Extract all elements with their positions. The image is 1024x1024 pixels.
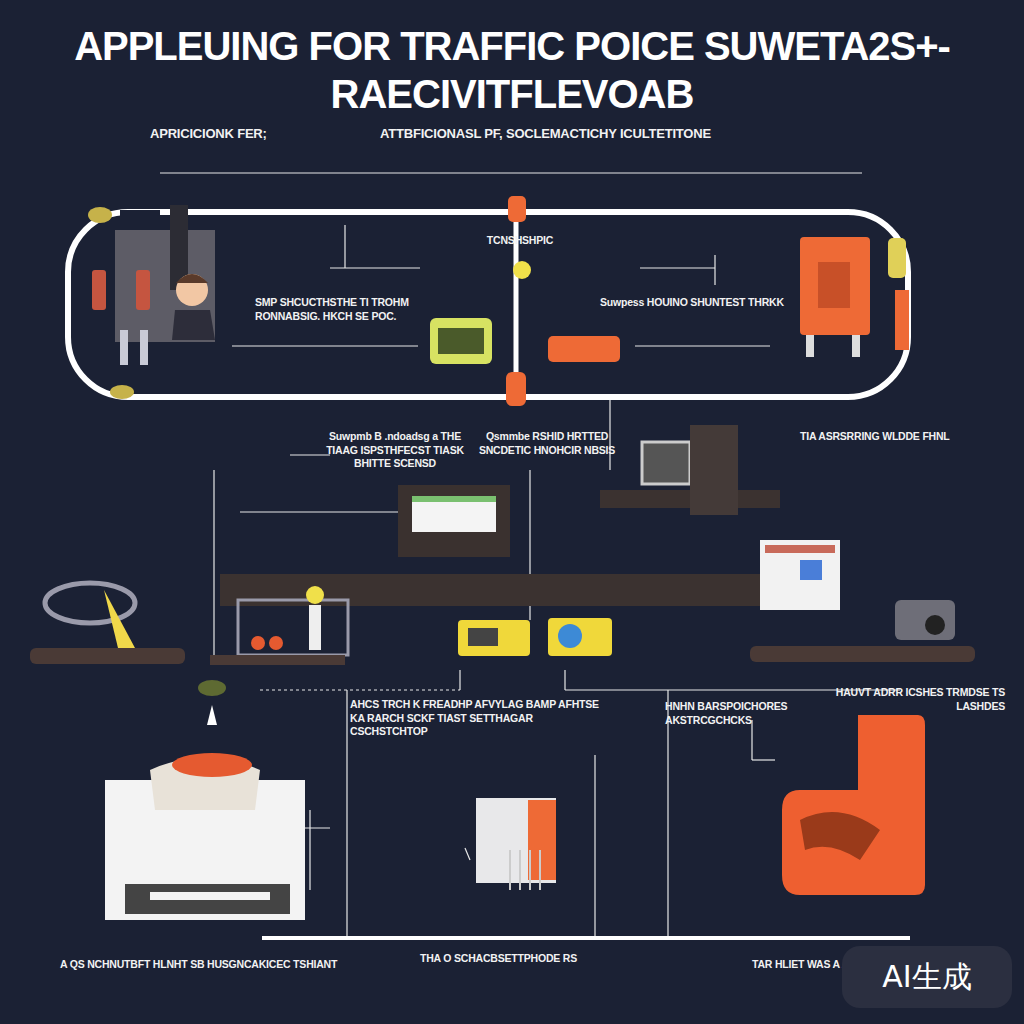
- note-text: THA O SCHACBSETTPHODE RS: [420, 952, 640, 966]
- note-text: Suwpmb B .ndoadsg a THE TIAAG ISPSTHFECS…: [315, 430, 475, 471]
- note-text: TCNSHSHPIC: [470, 234, 570, 248]
- note-text: HNHN BARSPOICHORES AKSTRCGCHCKS: [665, 700, 835, 727]
- note-text: HAUVT ADRR ICSHES TRMDSE TS LASHDES: [835, 686, 1005, 713]
- watermark-badge: AI生成: [842, 946, 1012, 1008]
- note-text: SMP SHCUCTHSTHE TI TROHM RONNABSIG. HKCH…: [255, 296, 435, 323]
- note-text: A QS NCHNUTBFT HLNHT SB HUSGNCAKICEC TSH…: [60, 958, 390, 972]
- title: APPLEUING FOR TRAFFIC POICE SUWETA2S+-RA…: [40, 22, 984, 118]
- note-text: Suwpess HOUINO SHUNTEST THRKK: [600, 296, 790, 310]
- note-text: AHCS TRCH K FREADHP AFVYLAG BAMP AFHTSE …: [350, 698, 600, 739]
- watermark-text: AI生成: [882, 957, 971, 998]
- subtitle: APRICICIONK FER;: [150, 126, 350, 142]
- note-text: Qsmmbe RSHID HRTTED SNCDETIC HNOHCIR NBS…: [472, 430, 622, 457]
- subtitle: ATTBFICIONASL PF, SOCLEMACTICHY ICULTETI…: [380, 126, 900, 142]
- note-text: TIA ASRSRRING WLDDE FHNL: [800, 430, 980, 444]
